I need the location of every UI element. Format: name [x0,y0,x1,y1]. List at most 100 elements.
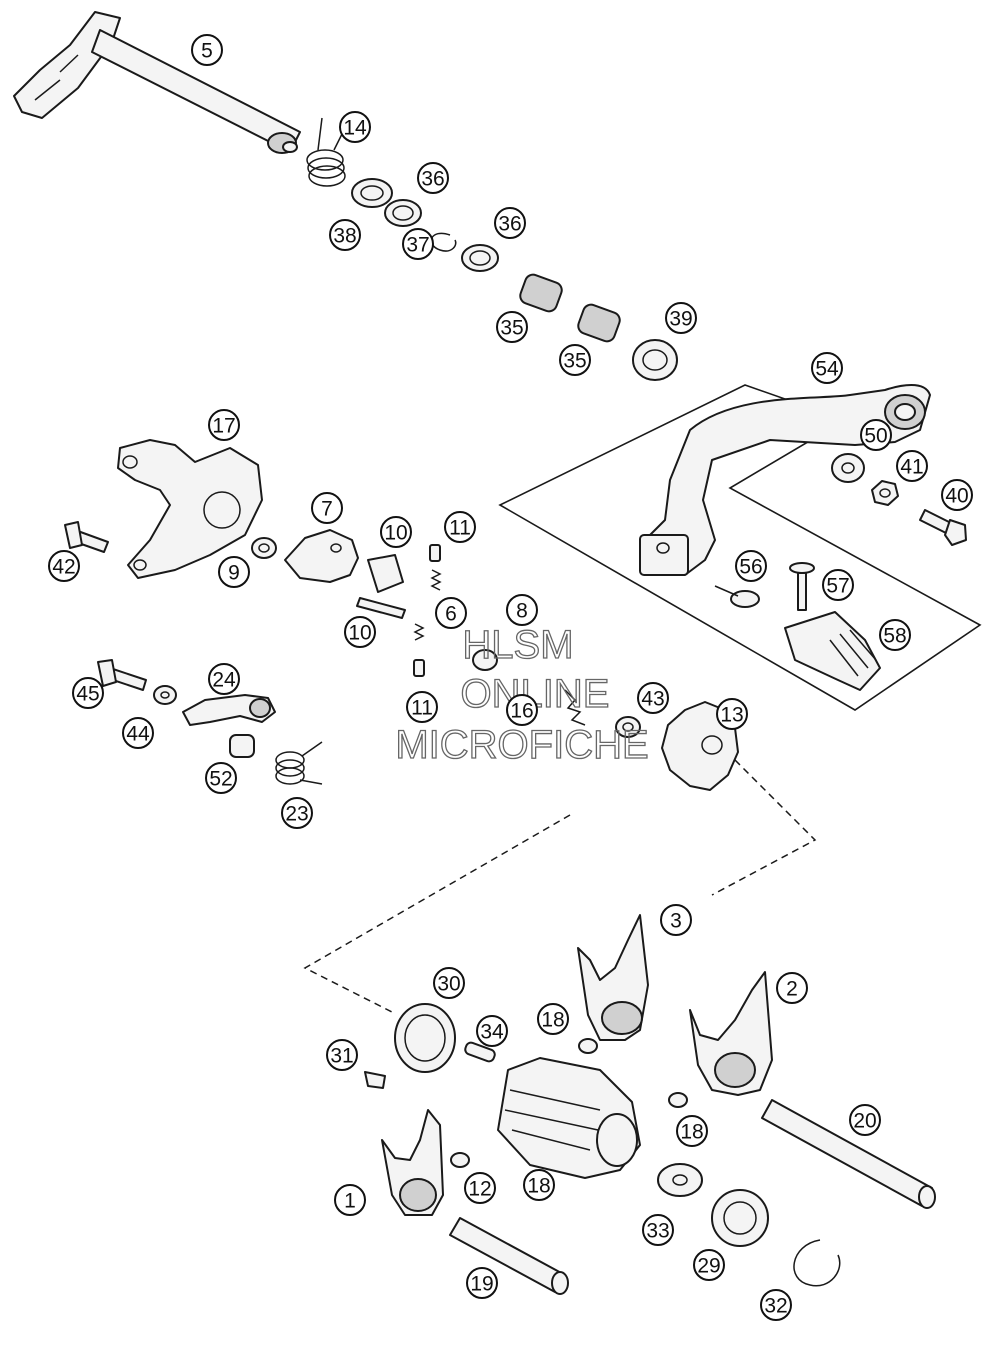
callout-circle [559,344,591,376]
callout-circle [406,691,438,723]
callout-number: 11 [449,517,471,540]
pin-11b-part [413,659,425,677]
callout-14: 14 [339,111,371,143]
callout-circle [191,34,223,66]
callout-23: 23 [281,797,313,829]
callout-circle [642,1214,674,1246]
callout-35: 35 [496,311,528,343]
callout-41: 41 [896,450,928,482]
callout-42: 42 [48,550,80,582]
callout-number: 52 [209,768,232,791]
callout-1: 1 [334,1184,366,1216]
callout-number: 56 [739,556,762,579]
callout-number: 58 [883,625,906,648]
callout-number: 13 [720,704,743,727]
lever-24-part [182,694,276,726]
circlip-37-part [430,232,457,252]
callout-56: 56 [735,550,767,582]
callout-number: 40 [945,485,968,508]
callout-40: 40 [941,479,973,511]
guide-10a-part [367,554,404,593]
callout-circle [380,516,412,548]
callout-44: 44 [122,717,154,749]
watermark-line-3: MICROFICHE [395,723,648,767]
watermark: HLSM ONLINE MICROFICHE [395,622,650,767]
callout-12: 12 [464,1172,496,1204]
callout-33: 33 [642,1214,674,1246]
callout-36: 36 [494,207,526,239]
callout-3: 3 [660,904,692,936]
callout-circle [334,1184,366,1216]
callout-circle [494,207,526,239]
callout-number: 33 [646,1220,669,1243]
washer-44-part [153,685,177,705]
callout-20: 20 [849,1104,881,1136]
callout-54: 54 [811,352,843,384]
pin-57-part [789,562,815,611]
callout-circle [218,556,250,588]
callout-number: 12 [468,1178,491,1201]
callout-number: 37 [406,234,429,257]
callout-circle [208,663,240,695]
roller-18a-part [578,1038,598,1054]
callout-number: 54 [815,358,839,381]
callout-circle [281,797,313,829]
callout-circle [506,594,538,626]
callout-circle [523,1169,555,1201]
callout-circle [464,1172,496,1204]
callout-circle [205,762,237,794]
callout-circle [311,492,343,524]
spring-56-part [714,585,760,608]
callout-16: 16 [506,694,538,726]
callout-number: 35 [563,350,586,373]
callout-number: 32 [764,1295,787,1318]
callout-circle [339,111,371,143]
callout-circle [496,311,528,343]
callout-number: 18 [680,1121,703,1144]
callout-circle [637,682,669,714]
shift-fork-3-part [577,914,649,1041]
spacer-52-part [229,734,255,758]
callout-57: 57 [822,569,854,601]
nut-41-part [871,480,899,506]
callout-number: 10 [384,522,407,545]
callout-circle [433,967,465,999]
callout-6: 6 [435,597,467,629]
spring-16-part [564,689,586,726]
callout-circle [693,1249,725,1281]
callout-2: 2 [776,972,808,1004]
callout-number: 11 [411,697,433,720]
callout-10: 10 [380,516,412,548]
callout-circle [811,352,843,384]
callout-32: 32 [760,1289,792,1321]
shift-fork-2-part [689,971,773,1096]
screw-42-part [64,521,109,553]
callout-38: 38 [329,219,361,251]
callout-circle [435,597,467,629]
dashed-link-13 [711,759,817,896]
callout-circle [822,569,854,601]
callout-45: 45 [72,677,104,709]
watermark-line-1: HLSM [462,623,573,667]
callout-number: 18 [541,1009,564,1032]
callout-50: 50 [860,419,892,451]
callout-29: 29 [693,1249,725,1281]
callout-circle [417,162,449,194]
needle-bearing-35b-part [577,303,621,343]
washer-43-part [615,716,641,738]
callout-18: 18 [676,1115,708,1147]
callout-8: 8 [506,594,538,626]
callout-circle [760,1289,792,1321]
callout-18: 18 [523,1169,555,1201]
shift-fork-1-part [381,1109,444,1216]
callout-number: 5 [201,40,213,63]
callout-17: 17 [208,409,240,441]
pin-34-part [464,1041,496,1063]
callout-circle [444,511,476,543]
callout-24: 24 [208,663,240,695]
callout-52: 52 [205,762,237,794]
callout-35: 35 [559,344,591,376]
callout-number: 29 [697,1255,720,1278]
callout-number: 30 [437,973,460,996]
callout-circle [860,419,892,451]
